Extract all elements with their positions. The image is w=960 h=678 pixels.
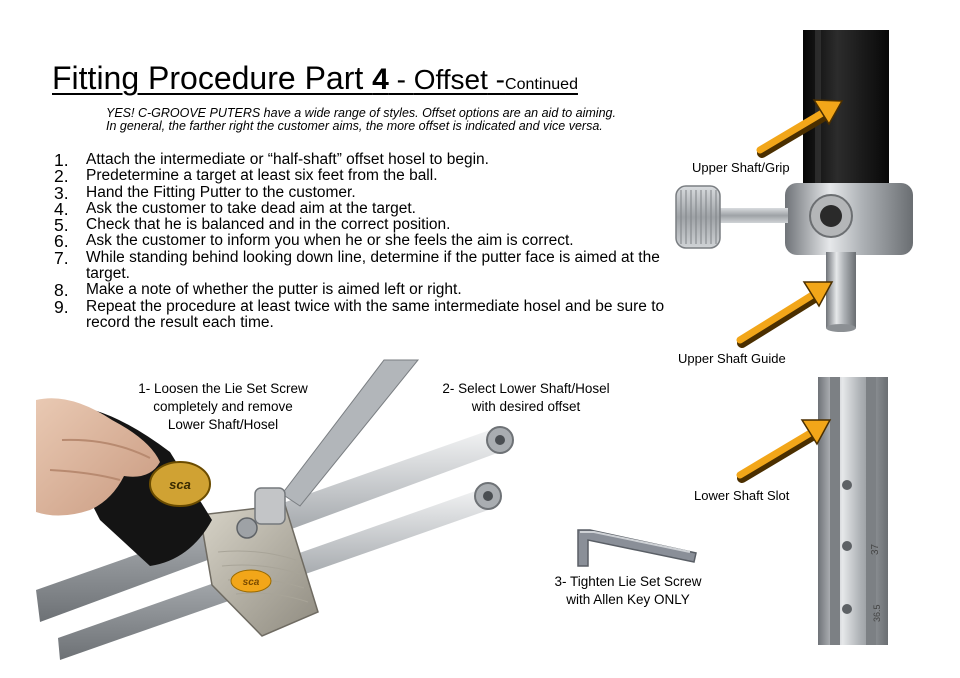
knurled-knob <box>675 185 721 249</box>
grip-badge <box>149 461 211 507</box>
label-lower-shaft-slot: Lower Shaft Slot <box>694 488 790 503</box>
arrow-upper-guide <box>736 281 834 348</box>
step-item: 5. Check that he is balanced and in the c… <box>54 215 674 236</box>
step-item: 3. Hand the Fitting Putter to the custome… <box>54 182 674 203</box>
upper-shaft <box>281 359 420 507</box>
title-separator: - <box>388 64 414 95</box>
shaft-slot <box>830 377 840 645</box>
caption-line: Lower Shaft/Hosel <box>167 417 279 432</box>
lie-set-screw <box>236 517 258 539</box>
page-title: Fitting Procedure Part 4 - Offset -Conti… <box>52 62 578 95</box>
guide-tip <box>826 324 856 332</box>
putter-photo: sca sca <box>36 359 514 660</box>
putter-logo <box>230 569 272 593</box>
title-separator: - <box>487 64 506 95</box>
knob-knurling <box>680 190 717 244</box>
title-part-number: 4 <box>372 63 389 96</box>
step-number: 9. <box>54 296 69 317</box>
step-number: 3. <box>54 182 69 203</box>
step-text: Hand the Fitting Putter to the customer. <box>86 183 356 201</box>
step-text: Repeat the procedure at least twice with… <box>86 297 665 331</box>
step-number: 2. <box>54 166 69 187</box>
title-offset: Offset <box>413 64 488 95</box>
step-text: Predetermine a target at least six feet … <box>86 167 438 185</box>
intro-line-2: In general, the farther right the custom… <box>106 119 603 133</box>
step-item: 1. Attach the intermediate or “half-shaft… <box>54 150 674 170</box>
finger-crease <box>61 438 151 459</box>
lower-shaft-slot-photo: 37 36.5 <box>818 377 888 645</box>
step-text: Ask the customer to inform you when he o… <box>86 232 574 250</box>
step-item: 8. Make a note of whether the putter is a… <box>54 280 674 301</box>
caption-line: with Allen Key ONLY <box>566 592 690 607</box>
arrow-lower-slot <box>736 419 832 483</box>
set-screw-thread <box>716 208 788 223</box>
caption-line: 1- Loosen the Lie Set Screw <box>138 381 308 396</box>
shaft-hole <box>842 604 852 614</box>
intro-line-1: YES! C-GROOVE PUTERS have a wide range o… <box>106 106 616 120</box>
caption-step-3: 3- Tighten Lie Set Screw with Allen Key … <box>528 573 728 609</box>
title-main: Fitting Procedure Part <box>52 60 373 96</box>
hosel-hole <box>483 491 493 501</box>
finger-crease <box>49 469 121 481</box>
title-continued: Continued <box>505 76 578 93</box>
hosel-hole <box>495 435 505 445</box>
caption-step-2: 2- Select Lower Shaft/Hosel with desired… <box>420 380 632 416</box>
step-number: 4. <box>54 198 69 219</box>
putter-logo-text: sca <box>243 577 260 588</box>
grip-highlight <box>815 30 821 188</box>
scale-mark: 36.5 <box>872 604 882 622</box>
label-upper-shaft-grip: Upper Shaft/Grip <box>692 160 790 175</box>
caption-line: with desired offset <box>471 399 581 414</box>
step-number: 8. <box>54 280 69 301</box>
step-text: While standing behind looking down line,… <box>86 248 660 283</box>
arrow-upper-grip <box>756 99 844 158</box>
step-number: 7. <box>54 247 69 268</box>
step-item: 4. Ask the customer to take dead aim at t… <box>54 198 674 219</box>
shaft-slot <box>866 377 876 645</box>
allen-key <box>577 529 697 567</box>
upper-shaft-grip-photo <box>675 30 913 332</box>
upper-shaft-guide <box>826 252 856 328</box>
step-item: 2. Predetermine a target at least six fee… <box>54 166 674 187</box>
label-upper-shaft-guide: Upper Shaft Guide <box>678 351 786 366</box>
step-text: Ask the customer to take dead aim at the… <box>86 199 416 217</box>
caption-step-1: 1- Loosen the Lie Set Screw completely a… <box>118 380 328 434</box>
procedure-steps: 1. Attach the intermediate or “half-shaft… <box>54 150 674 332</box>
step-text: Attach the intermediate or “half-shaft” … <box>86 151 489 168</box>
caption-line: 3- Tighten Lie Set Screw <box>554 574 702 589</box>
step-item: 7. While standing behind looking down lin… <box>54 247 674 283</box>
shaft-hole <box>842 480 852 490</box>
step-item: 9. Repeat the procedure at least twice wi… <box>54 296 674 332</box>
caption-line: 2- Select Lower Shaft/Hosel <box>442 381 610 396</box>
scale-mark: 37 <box>870 543 881 555</box>
step-text: Make a note of whether the putter is aim… <box>86 281 462 299</box>
step-text: Check that he is balanced and in the cor… <box>86 216 451 234</box>
grip-badge-text: sca <box>169 477 191 492</box>
step-number: 6. <box>54 231 69 252</box>
hand <box>36 398 160 516</box>
collar-hole-inner <box>820 205 842 227</box>
step-number: 5. <box>54 215 69 236</box>
hosel-block <box>254 487 286 525</box>
step-number: 1. <box>54 150 69 170</box>
shaft-hole <box>842 541 852 551</box>
caption-line: completely and remove <box>153 399 293 414</box>
step-item: 6. Ask the customer to inform you when he… <box>54 231 674 252</box>
